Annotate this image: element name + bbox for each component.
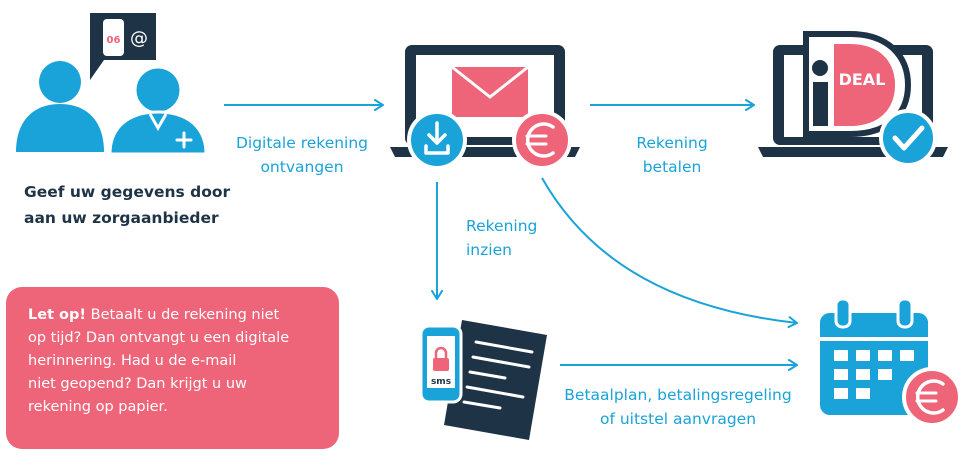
ideal-logo-text: DEAL	[839, 70, 886, 89]
step-give-details-line-1: Geef uw gegevens door	[24, 183, 231, 201]
step-pay-bill-line-1: Rekening	[636, 134, 708, 152]
step-view-bill-line-1: Rekening	[466, 217, 538, 235]
warning-line-3: herinnering. Had u de e-mail	[28, 353, 237, 369]
sms-label: sms	[431, 377, 451, 387]
warning-line-5: rekening op papier.	[28, 399, 168, 415]
sms-phone-icon: sms	[419, 324, 463, 404]
phone-email-bubble-icon: 06 @	[90, 13, 156, 80]
warning-line-1: Let op! Betaalt u de rekening niet	[28, 304, 329, 327]
bubble-at-text: @	[130, 28, 148, 49]
step-receive-bill-label: Digitale rekening ontvangen	[222, 131, 382, 179]
warning-line-4: niet geopend? Dan krijgt u uw	[28, 376, 247, 392]
arrow-bill-to-calendar	[541, 177, 798, 329]
people-icon	[16, 61, 208, 156]
download-icon	[407, 110, 467, 170]
step-payment-plan-line-1: Betaalplan, betalingsregeling	[564, 386, 792, 404]
checkmark-icon	[879, 109, 937, 167]
step-payment-plan-line-2: of uitstel aanvragen	[599, 410, 757, 428]
warning-line-1-rest: Betaalt u de rekening niet	[86, 307, 280, 323]
bubble-06-text: 06	[107, 35, 121, 46]
step-payment-plan-label: Betaalplan, betalingsregeling of uitstel…	[553, 383, 803, 431]
step-receive-bill-line-2: ontvangen	[260, 158, 344, 176]
step-view-bill-label: Rekening inzien	[466, 214, 566, 262]
warning-emphasis: Let op!	[28, 307, 87, 323]
step-view-bill-line-2: inzien	[466, 241, 512, 259]
document-icon	[444, 320, 547, 440]
step-receive-bill-line-1: Digitale rekening	[235, 134, 369, 152]
warning-line-2: op tijd? Dan ontvangt u een digitale	[28, 330, 290, 346]
step-give-details-line-2: aan uw zorgaanbieder	[24, 209, 219, 227]
calendar-euro-icon	[818, 297, 962, 427]
euro-icon	[512, 110, 572, 170]
step-pay-bill-label: Rekening betalen	[612, 131, 732, 179]
step-give-details-label: Geef uw gegevens door aan uw zorgaanbied…	[24, 179, 244, 231]
step-pay-bill-line-2: betalen	[642, 158, 702, 176]
warning-box: Let op! Betaalt u de rekening niet op ti…	[6, 287, 339, 449]
